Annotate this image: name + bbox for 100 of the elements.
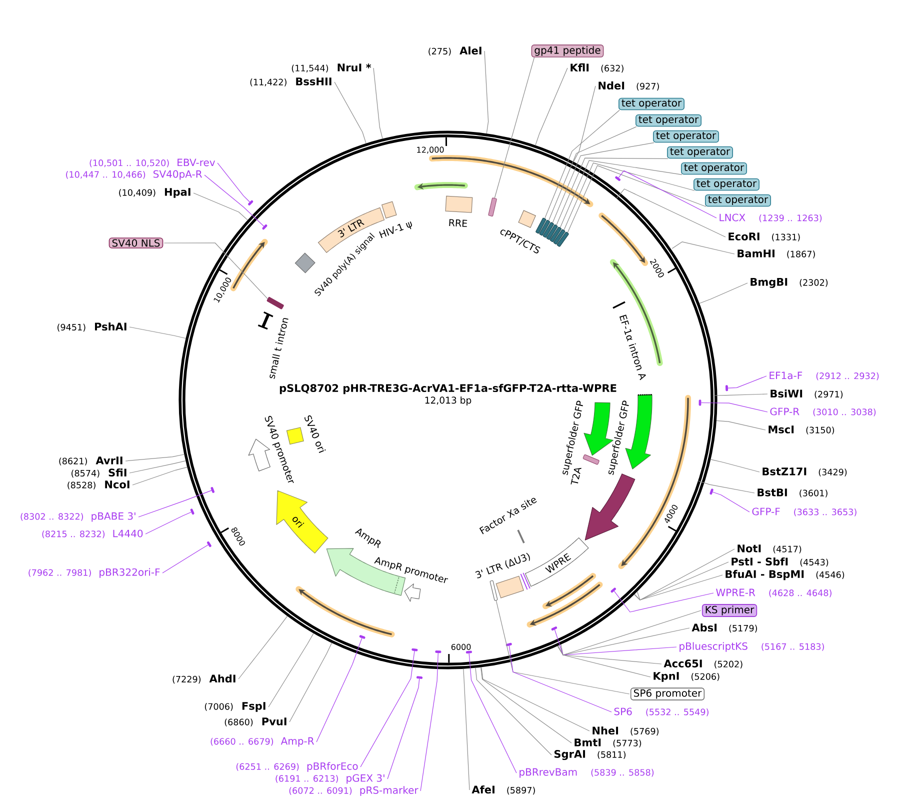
scale-label: 12,000 bbox=[417, 146, 444, 154]
leader-line bbox=[387, 678, 420, 780]
site-label: BsiWI (2971) bbox=[770, 389, 843, 399]
primer-label: pBRrevBam (5839 .. 5858) bbox=[520, 768, 654, 778]
feature-mark bbox=[266, 296, 284, 310]
leader-line bbox=[699, 282, 748, 304]
leader-line bbox=[468, 653, 517, 774]
leader-line bbox=[494, 57, 535, 198]
site-label: (11,422) BssHII bbox=[250, 78, 332, 86]
site-label: EcoRI (1331) bbox=[728, 232, 800, 242]
operator-stripe bbox=[556, 232, 569, 247]
leader-line bbox=[557, 646, 651, 678]
primer-mark bbox=[466, 650, 472, 654]
leader-line bbox=[508, 645, 612, 712]
leader-line bbox=[712, 492, 750, 512]
site-label: PstI - SbfI (4543) bbox=[732, 557, 828, 567]
primer-label: (6072 .. 6091) pRS-marker bbox=[289, 786, 418, 796]
map-title: pSLQ8702 pHR-TRE3G-AcrVA1-EF1a-sfGFP-T2A-rtta-WPRE bbox=[280, 384, 616, 394]
primer-mark bbox=[262, 224, 268, 230]
leader-line bbox=[556, 158, 668, 226]
leader-line bbox=[728, 376, 767, 388]
primer-mark bbox=[698, 400, 702, 406]
feature-tag: gp41 peptide bbox=[531, 44, 604, 58]
site-label: (8528) NcoI bbox=[68, 480, 130, 490]
leader-line bbox=[554, 629, 677, 656]
primer-label: (7962 .. 7981) pBR322ori-F bbox=[28, 568, 160, 578]
feature-block bbox=[584, 474, 636, 540]
site-label: NdeI (927) bbox=[598, 81, 659, 91]
leader-line bbox=[481, 666, 590, 732]
operator-stripe bbox=[546, 224, 558, 240]
site-label: (11,544) NruI * bbox=[292, 64, 372, 72]
leader-line bbox=[204, 174, 264, 227]
leader-line bbox=[475, 668, 552, 756]
site-label: NotI (4517) bbox=[738, 544, 802, 554]
feature-tag: SP6 promoter bbox=[630, 688, 705, 700]
site-label: BstBI (3601) bbox=[758, 488, 828, 498]
primer-mark bbox=[412, 648, 418, 652]
sequence-length: 12,013 bp bbox=[425, 396, 472, 406]
leader-line bbox=[373, 68, 383, 140]
operator-stripe bbox=[539, 220, 550, 236]
primer-label: SP6 (5532 .. 5549) bbox=[614, 708, 708, 716]
leader-line bbox=[716, 420, 766, 430]
leader-line bbox=[548, 126, 637, 221]
primer-mark bbox=[190, 508, 194, 515]
leader-line bbox=[193, 192, 248, 220]
leader-line bbox=[238, 616, 288, 680]
primer-label: (6251 .. 6269) pBRforEco bbox=[236, 762, 358, 772]
leader-line bbox=[125, 454, 185, 462]
leader-line bbox=[558, 646, 662, 664]
feature-label: RRE bbox=[449, 219, 468, 227]
feature-label: small t intron bbox=[270, 318, 288, 379]
site-label: NheI (5769) bbox=[592, 726, 658, 736]
primer-mark bbox=[710, 488, 714, 495]
leader-line bbox=[496, 600, 630, 694]
leader-line bbox=[162, 544, 208, 574]
leader-line bbox=[145, 512, 192, 534]
site-label: BmtI (5773) bbox=[574, 738, 642, 748]
primer-label: (6660 .. 6679) Amp-R bbox=[210, 737, 314, 747]
primer-mark bbox=[615, 176, 621, 181]
scale-label: 4000 bbox=[664, 504, 678, 524]
leader-line bbox=[634, 562, 729, 600]
site-label: (9451) PshAI bbox=[58, 322, 126, 332]
leader-line bbox=[564, 162, 695, 230]
site-label: AfeI (5897) bbox=[472, 785, 535, 795]
feature-tag: tet operator bbox=[618, 98, 684, 110]
feature-tag: SV40 NLS bbox=[108, 238, 164, 248]
primer-mark bbox=[725, 385, 728, 392]
feature-label: EF-1α intron A bbox=[619, 314, 646, 380]
primer-label: (8302 .. 8322) pBABE 3' bbox=[20, 512, 136, 522]
primer-label: GFP-R (3010 .. 3038) bbox=[770, 408, 876, 416]
primer-label: WPRE-R (4628 .. 4648) bbox=[716, 588, 832, 598]
primer-label: (10,447 .. 10,466) SV40pA-R bbox=[66, 170, 202, 180]
feature-tag: KS primer bbox=[702, 604, 758, 617]
leader-line bbox=[463, 668, 470, 790]
primer-label: pBluescriptKS (5167 .. 5183) bbox=[680, 642, 824, 652]
feature-label: superfolder GFP bbox=[608, 400, 629, 475]
leader-line bbox=[559, 610, 702, 656]
primer-label: LNCX (1239 .. 1263) bbox=[720, 214, 822, 222]
leader-line bbox=[567, 165, 706, 233]
feature-block: ori bbox=[276, 490, 328, 554]
site-label: (8621) AvrII bbox=[59, 456, 122, 466]
primer-mark bbox=[435, 650, 442, 654]
leader-line bbox=[535, 68, 568, 146]
site-label: BstZ17I (3429) bbox=[762, 468, 847, 476]
site-label: MscI (3150) bbox=[768, 426, 834, 434]
site-label: (275) AleI bbox=[428, 46, 482, 56]
leader-line bbox=[289, 642, 332, 722]
leader-line bbox=[420, 652, 438, 792]
leader-line bbox=[129, 460, 186, 474]
site-label: SgrAI (5811) bbox=[554, 750, 626, 760]
primer-mark bbox=[248, 200, 254, 206]
leader-line bbox=[573, 86, 596, 162]
site-label: BfuAI - BspMI (4546) bbox=[726, 570, 844, 580]
leader-line bbox=[618, 170, 717, 218]
leader-line bbox=[710, 459, 760, 472]
primer-mark bbox=[206, 541, 212, 548]
leader-line bbox=[316, 638, 362, 742]
operator-stripe bbox=[550, 226, 562, 242]
site-label: Acc65I (5202) bbox=[664, 660, 742, 668]
leader-line bbox=[614, 590, 714, 612]
